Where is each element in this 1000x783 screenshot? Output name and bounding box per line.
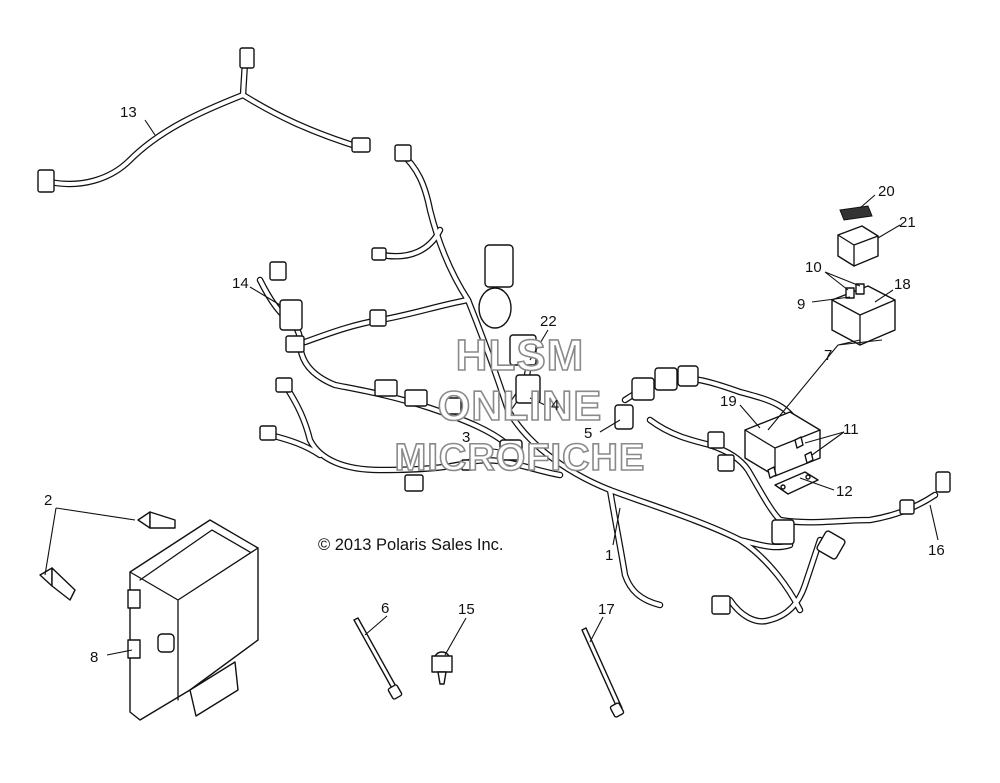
relay-cover-21 (837, 225, 879, 267)
connector-c (369, 309, 387, 327)
ecu-module-8 (127, 519, 259, 721)
connector-13c (351, 137, 371, 153)
relay-block (831, 283, 896, 346)
connector-e (259, 425, 277, 441)
connector-5 (614, 404, 634, 430)
callout-1: 1 (605, 547, 613, 564)
callout-22: 22 (540, 313, 557, 330)
callout-2: 2 (44, 492, 52, 509)
ecu-mount-hole (157, 633, 175, 653)
watermark: HLSM ONLINE MICROFICHE (394, 330, 646, 480)
ecu-tab (127, 639, 141, 659)
grommet (478, 287, 512, 329)
cable-tie-17 (581, 627, 623, 711)
connector-k (631, 377, 655, 401)
callout-19: 19 (720, 393, 737, 410)
callout-12: 12 (836, 483, 853, 500)
connector-a (394, 144, 412, 162)
connector-m (677, 365, 699, 387)
fuse-box-19 (744, 411, 821, 477)
clip-15 (431, 651, 453, 685)
connector-b (371, 247, 387, 261)
connector-l (654, 367, 678, 391)
connector-r (711, 595, 731, 615)
connector-14a (279, 299, 303, 331)
connector-s (899, 499, 915, 515)
cable-tie-6 (353, 617, 399, 693)
callout-3: 3 (462, 429, 470, 446)
screws-11 (767, 436, 814, 479)
cable-tie-17-head (609, 702, 625, 718)
cable-tie-6-head (387, 684, 403, 700)
connector-p (771, 519, 795, 545)
connector-13b (239, 47, 255, 69)
push-pins-2 (39, 511, 176, 601)
ecu-tab (127, 589, 141, 609)
callout-4: 4 (551, 397, 559, 414)
callout-17: 17 (598, 601, 615, 618)
watermark-line-2: ONLINE (438, 382, 603, 429)
connector-f (374, 379, 398, 397)
callout-5: 5 (584, 425, 592, 442)
fuse-10 (845, 287, 855, 299)
callout-9: 9 (797, 296, 805, 313)
callout-15: 15 (458, 601, 475, 618)
connector-i (404, 474, 424, 492)
callout-16: 16 (928, 542, 945, 559)
bracket-12 (774, 471, 819, 495)
connector-d (275, 377, 293, 393)
fuse-label-20 (839, 205, 873, 221)
callout-14: 14 (232, 275, 249, 292)
watermark-line-3: MICROFICHE (395, 437, 646, 479)
connector-13a (37, 169, 55, 193)
watermark-line-1: HLSM (456, 331, 585, 380)
connector-j (461, 459, 473, 471)
callout-21: 21 (899, 214, 916, 231)
connector-14c (285, 335, 305, 353)
callout-10: 10 (805, 259, 822, 276)
callout-20: 20 (878, 183, 895, 200)
connector-o (717, 454, 735, 472)
copyright-notice: © 2013 Polaris Sales Inc. (318, 536, 504, 554)
callout-18: 18 (894, 276, 911, 293)
connector-q (816, 530, 846, 560)
callout-11: 11 (843, 421, 859, 438)
callout-8: 8 (90, 649, 98, 666)
callout-6: 6 (381, 600, 389, 617)
harness-connectors (37, 47, 951, 615)
connector-n (707, 431, 725, 449)
connector-4 (515, 374, 541, 404)
callout-7: 7 (824, 347, 832, 364)
callout-labels: 13 14 2 8 3 22 4 5 1 6 15 17 19 11 12 16… (44, 104, 945, 666)
fuse-10b (855, 283, 865, 295)
connector-h (444, 397, 462, 415)
connector-bulb-socket (484, 244, 514, 288)
connector-14b (269, 261, 287, 281)
connector-16 (935, 471, 951, 493)
ecu-connector-port (189, 661, 239, 717)
connector-g (404, 389, 428, 407)
leader-lines (44, 119, 939, 656)
callout-13: 13 (120, 104, 137, 121)
